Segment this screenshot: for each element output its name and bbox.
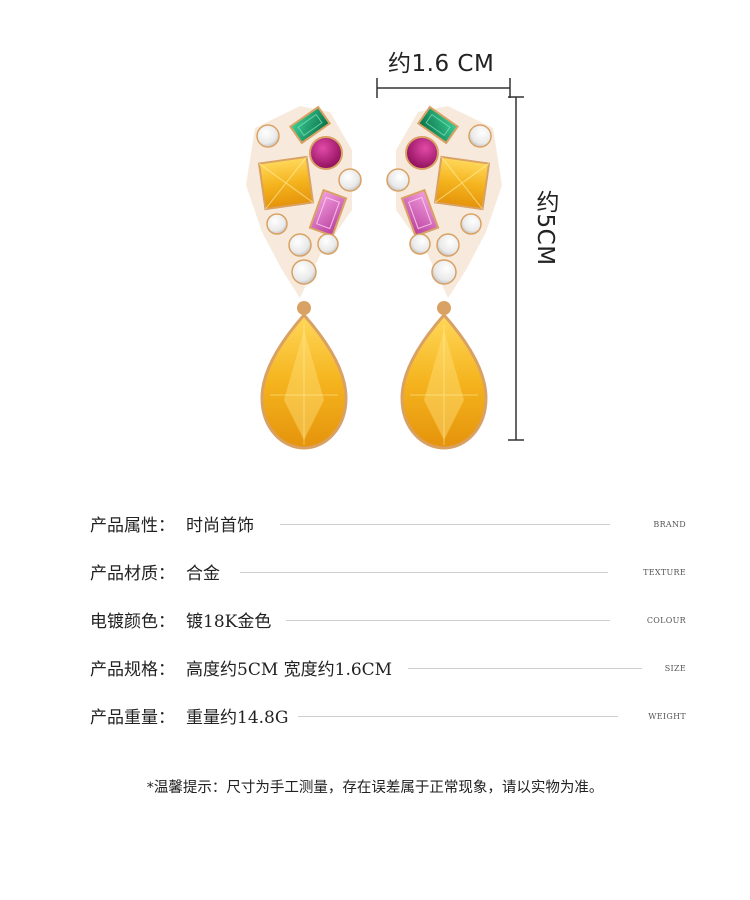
height-dimension-label: 约5CM: [532, 190, 558, 266]
spec-value: 镀18K金色: [186, 612, 272, 632]
height-dimension-marker: [508, 96, 524, 441]
spec-tag: COLOUR: [646, 612, 686, 626]
spec-divider: [286, 620, 610, 621]
spec-key: 产品属性：: [90, 516, 175, 536]
spec-value: 高度约5CM 宽度约1.6CM: [186, 660, 393, 680]
spec-value: 合金: [186, 564, 220, 584]
spec-key: 电镀颜色：: [90, 612, 175, 632]
spec-key: 产品材质：: [90, 564, 175, 584]
spec-divider: [298, 716, 618, 717]
spec-tag: TEXTURE: [643, 564, 686, 578]
width-dimension-label: 约1.6 CM: [388, 51, 495, 77]
spec-tag: BRAND: [653, 516, 686, 530]
earrings-illustration: [246, 78, 524, 450]
spec-value: 时尚首饰: [186, 516, 254, 536]
spec-key: 产品重量：: [90, 708, 175, 728]
spec-row-colour: 电镀颜色： 镀18K金色 COLOUR: [90, 596, 686, 644]
spec-divider: [408, 668, 642, 669]
spec-row-texture: 产品材质： 合金 TEXTURE: [90, 548, 686, 596]
right-earring: [386, 105, 502, 450]
spec-row-size: 产品规格： 高度约5CM 宽度约1.6CM SIZE: [90, 644, 686, 692]
spec-tag: SIZE: [664, 660, 686, 674]
spec-row-weight: 产品重量： 重量约14.8G WEIGHT: [90, 692, 686, 740]
width-dimension-marker: [376, 78, 511, 98]
spec-divider: [240, 572, 608, 573]
spec-value: 重量约14.8G: [186, 708, 289, 728]
spec-key: 产品规格：: [90, 660, 175, 680]
spec-tag: WEIGHT: [648, 708, 686, 722]
spec-divider: [280, 524, 610, 525]
left-earring: [246, 105, 362, 450]
measurement-notice: *温馨提示：尺寸为手工测量，存在误差属于正常现象，请以实物为准。: [146, 780, 604, 796]
spec-row-brand: 产品属性： 时尚首饰 BRAND: [90, 500, 686, 548]
product-image: 约1.6 CM 约5CM: [246, 51, 558, 450]
